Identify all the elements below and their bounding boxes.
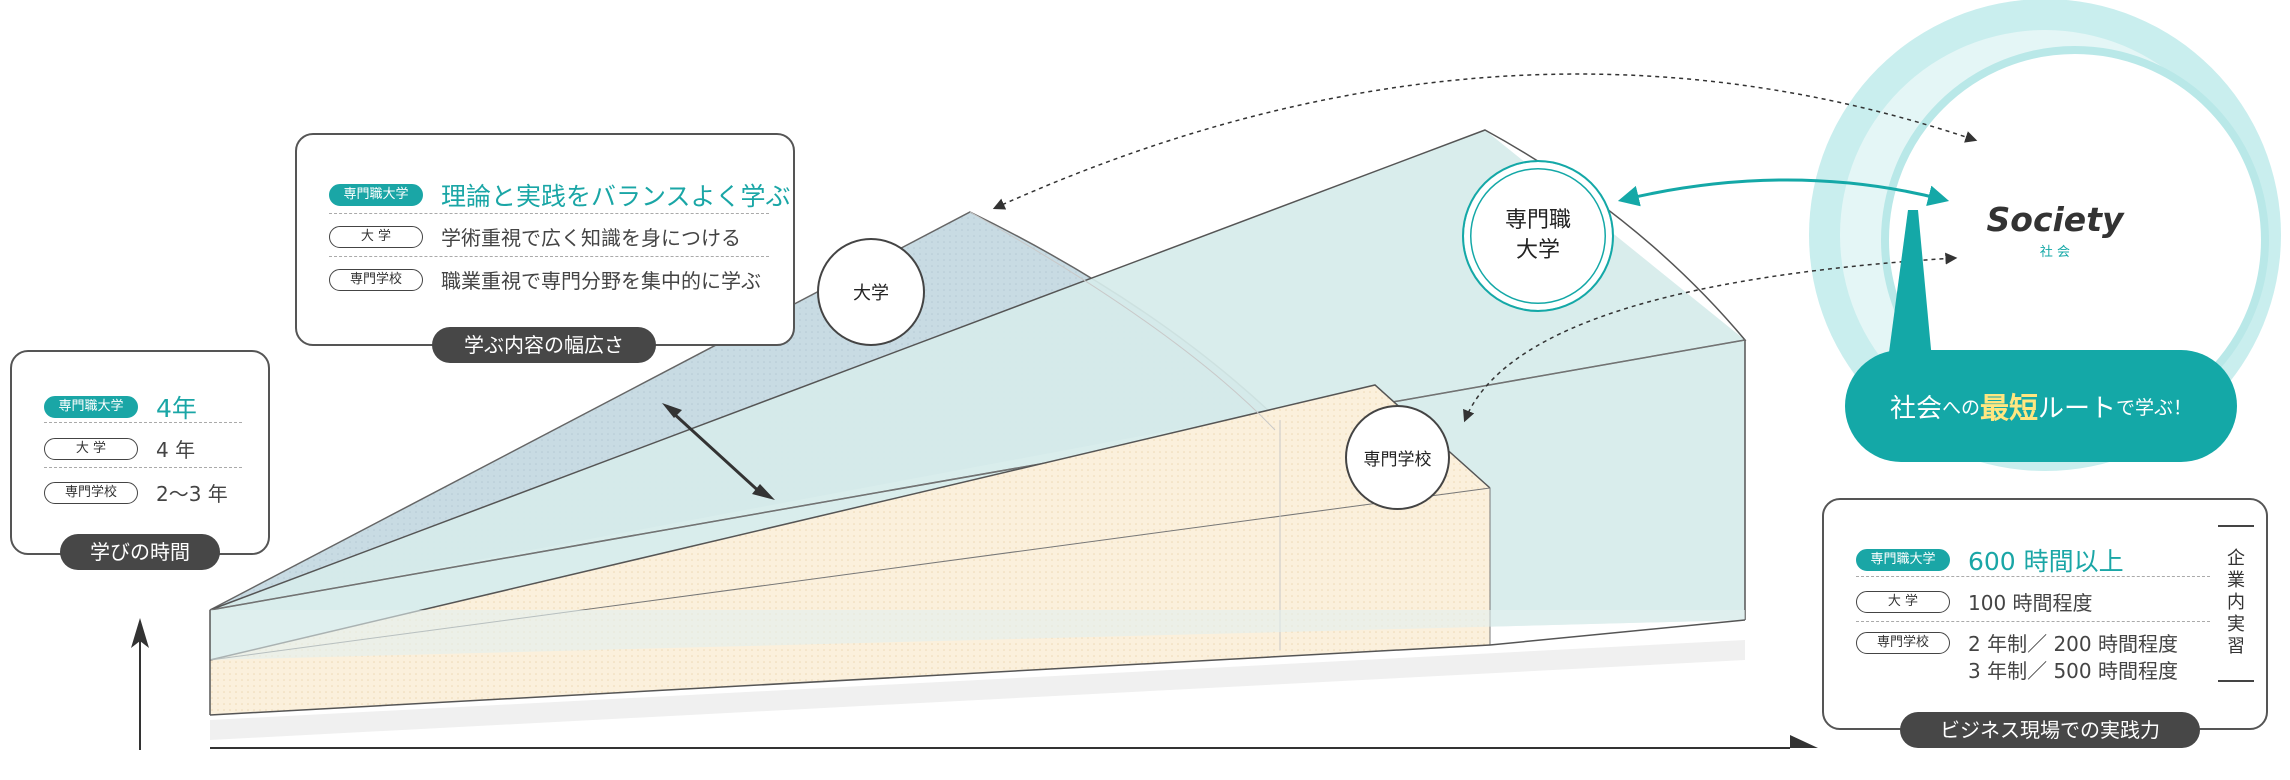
badge-vocational: 専門学校 [329, 268, 423, 291]
badge-prof-univ: 専門職大学 [329, 184, 423, 206]
teal-direct-arrow [1617, 178, 1950, 207]
practice-row-vocational: 専門学校 2 年制／ 200 時間程度 3 年制／ 500 時間程度 [1856, 631, 2266, 685]
vocational-circle-label: 専門学校 [1363, 450, 1432, 470]
breadth-row-vocational: 専門学校 職業重視で専門分野を集中的に学ぶ [329, 265, 793, 294]
badge-university: 大 学 [44, 437, 138, 460]
practice-university-text: 100 時間程度 [1968, 591, 2093, 615]
cta-part1: 社会 [1889, 393, 1942, 424]
university-circle-label: 大学 [853, 283, 889, 304]
badge-vocational: 専門学校 [1856, 632, 1950, 654]
practice-axis-arrow [210, 735, 1818, 749]
breadth-row-prof-univ: 専門職大学 理論と実践をバランスよく学ぶ [329, 177, 793, 213]
time-label: 学びの時間 [60, 534, 220, 570]
breadth-prof-univ-text: 理論と実践をバランスよく学ぶ [441, 182, 791, 211]
divider [329, 213, 769, 214]
breadth-label: 学ぶ内容の幅広さ [432, 327, 656, 363]
practice-row-university: 大 学 100 時間程度 [1856, 587, 2266, 616]
practice-prof-univ-text: 600 時間以上 [1968, 547, 2124, 576]
divider [1856, 621, 2210, 622]
divider [329, 256, 769, 257]
badge-prof-univ: 専門職大学 [44, 396, 138, 418]
divider [44, 422, 242, 423]
breadth-vocational-text: 職業重視で専門分野を集中的に学ぶ [441, 269, 761, 293]
breadth-row-university: 大 学 学術重視で広く知識を身につける [329, 222, 793, 251]
vertical-label: 企業内実習 [2227, 548, 2245, 657]
time-university-text: 4 年 [156, 438, 196, 462]
time-row-university: 大 学 4 年 [44, 434, 268, 463]
cta-part4: ルート [2038, 393, 2117, 424]
time-vocational-text: 2～3 年 [156, 482, 228, 506]
practice-vocational-line2: 3 年制／ 500 時間程度 [1968, 659, 2178, 683]
breadth-card: 専門職大学 理論と実践をバランスよく学ぶ 大 学 学術重視で広く知識を身につける… [295, 133, 795, 346]
dotted-connector-arrows [992, 73, 1978, 423]
prof-univ-circle-line1: 専門職 [1504, 208, 1571, 233]
time-row-prof-univ: 専門職大学 4年 [44, 389, 268, 425]
vertical-label-rule-top [2218, 525, 2254, 527]
vocational-circle: 専門学校 [1345, 405, 1450, 510]
breadth-university-text: 学術重視で広く知識を身につける [441, 226, 741, 250]
prof-univ-circle-line2: 大学 [1515, 238, 1560, 263]
vertical-label-rule-bottom [2218, 680, 2254, 682]
cta-bubble: 社会 への 最短 ルート で学ぶ！ [1845, 350, 2237, 462]
practice-vocational-line1: 2 年制／ 200 時間程度 [1968, 632, 2178, 656]
wedge-front-faces [209, 610, 1746, 716]
wedge-shadow [210, 640, 1745, 740]
badge-vocational: 専門学校 [44, 481, 138, 504]
cta-part5: で学ぶ！ [2116, 396, 2193, 419]
cta-part3: 最短 [1979, 391, 2038, 425]
society-subtitle: 社 会 [2039, 245, 2071, 260]
university-circle: 大学 [817, 238, 925, 346]
badge-university: 大 学 [329, 225, 423, 248]
society-label: Society 社 会 [1970, 200, 2140, 260]
divider [1856, 576, 2210, 577]
practice-row-prof-univ: 専門職大学 600 時間以上 [1856, 542, 2266, 578]
badge-university: 大 学 [1856, 590, 1950, 613]
time-prof-univ-text: 4年 [156, 394, 197, 423]
professional-university-circle: 専門職 大学 [1462, 160, 1614, 312]
breadth-arrow [662, 403, 775, 500]
society-title: Society [1986, 200, 2124, 239]
practice-label: ビジネス現場での実践力 [1900, 712, 2200, 748]
practice-card: 専門職大学 600 時間以上 大 学 100 時間程度 専門学校 2 年制／ 2… [1822, 498, 2268, 730]
divider [44, 467, 242, 468]
badge-prof-univ: 専門職大学 [1856, 549, 1950, 571]
time-axis-arrow [131, 618, 149, 750]
cta-part2: への [1941, 396, 1980, 419]
time-card: 専門職大学 4年 大 学 4 年 専門学校 2～3 年 [10, 350, 270, 555]
time-row-vocational: 専門学校 2～3 年 [44, 478, 268, 507]
practice-vocational-text: 2 年制／ 200 時間程度 3 年制／ 500 時間程度 [1968, 631, 2178, 685]
cta-pointer [1888, 210, 1932, 360]
